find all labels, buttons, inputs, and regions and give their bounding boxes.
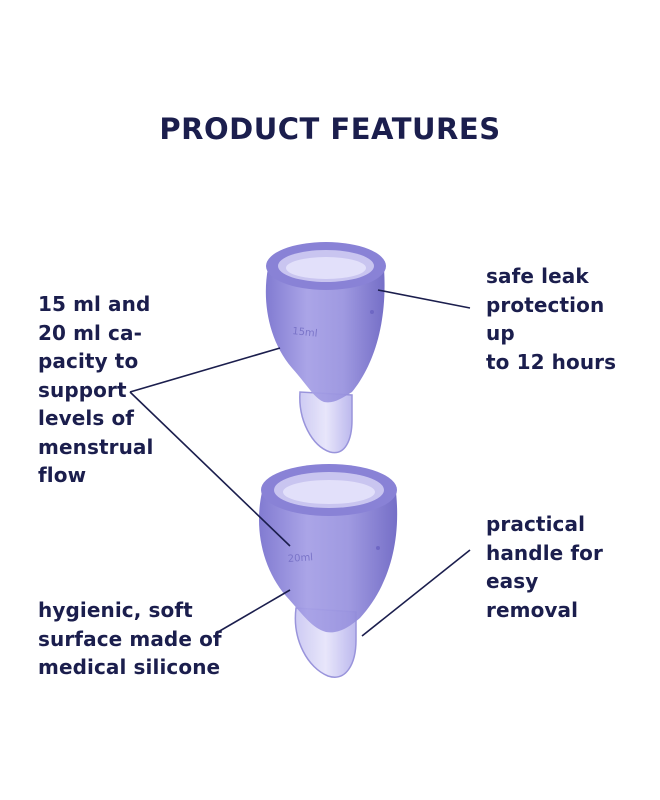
large-cup: 20ml bbox=[259, 464, 398, 678]
small-cup-marking: 15ml bbox=[292, 326, 318, 340]
small-cup-handle bbox=[299, 391, 353, 454]
leader-handle bbox=[361, 549, 471, 637]
leak-protection-callout: safe leak protection up to 12 hours bbox=[486, 264, 617, 374]
small-cup-body bbox=[265, 268, 385, 403]
small-cup: 15ml bbox=[265, 242, 386, 454]
large-cup-marking: 20ml bbox=[287, 552, 313, 565]
leader-capacity-small bbox=[129, 347, 281, 393]
leader-hygienic bbox=[217, 589, 291, 633]
leader-leak bbox=[377, 289, 471, 309]
large-cup-body bbox=[259, 492, 398, 633]
page-title: PRODUCT FEATURES bbox=[159, 112, 501, 146]
capacity-callout: 15 ml and 20 ml ca- pacity to support le… bbox=[38, 292, 154, 487]
leader-lines bbox=[129, 289, 471, 637]
hygienic-surface-callout: hygienic, soft surface made of medical s… bbox=[38, 598, 222, 679]
handle-callout: practical handle for easy removal bbox=[486, 512, 603, 622]
leader-capacity-large bbox=[129, 391, 291, 547]
